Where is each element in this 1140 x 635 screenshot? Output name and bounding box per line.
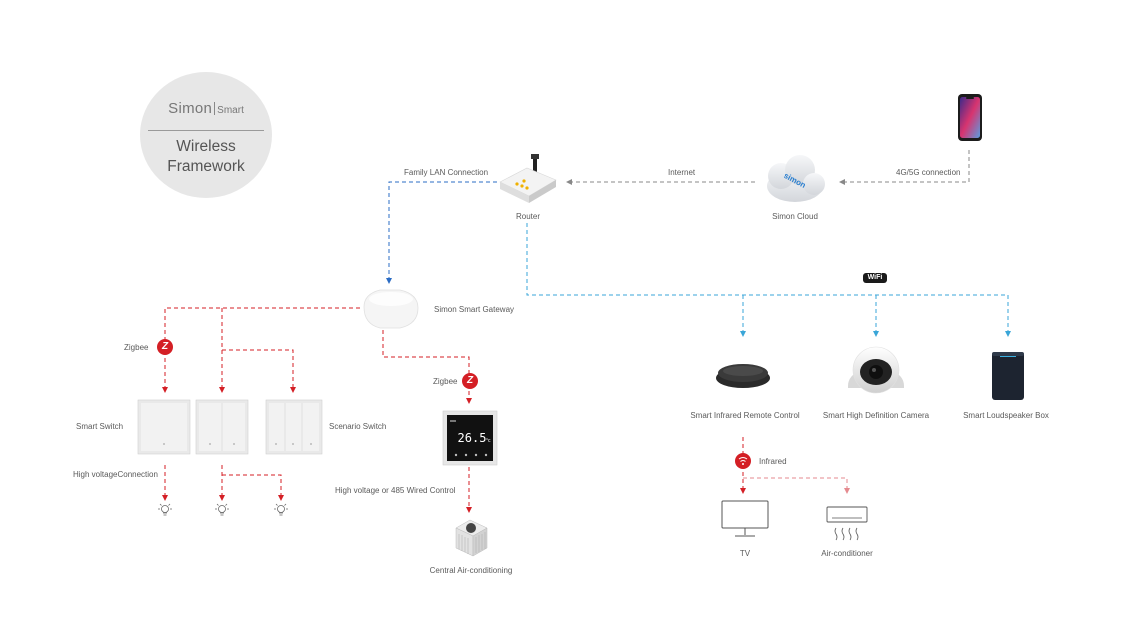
label-hd-camera: Smart High Definition Camera <box>822 411 930 420</box>
infrared-remote-icon <box>716 364 770 388</box>
label-internet: Internet <box>668 168 696 177</box>
label-zigbee-right: Zigbee <box>433 377 458 386</box>
label-high-voltage-485: High voltage or 485 Wired Control <box>335 486 456 495</box>
label-zigbee-left: Zigbee <box>124 343 149 352</box>
scenario-switch-icon <box>265 399 323 455</box>
light-bulb-icon <box>274 503 288 516</box>
logo-divider <box>148 130 264 131</box>
tagline-line1: Wireless <box>176 138 236 155</box>
line-ir-to-aircon <box>743 477 850 494</box>
brand-wordmark: Simon Smart <box>140 100 272 118</box>
tv-icon <box>721 500 769 537</box>
line-phone-to-cloud <box>839 150 970 185</box>
label-gateway: Simon Smart Gateway <box>434 305 515 314</box>
line-gateway-to-thermostat <box>382 330 472 404</box>
label-infrared: Infrared <box>759 457 787 466</box>
brand-name: Simon <box>168 100 213 117</box>
cloud-icon: simon <box>767 155 825 202</box>
infrared-signal-icon <box>735 453 751 469</box>
smart-switch-2gang-icon <box>195 399 249 455</box>
tagline-line2: Framework <box>167 158 245 175</box>
line-switch2-to-light2 <box>222 474 284 501</box>
label-high-voltage-connection: High voltageConnection <box>73 470 158 479</box>
zigbee-icon: Z <box>157 339 173 355</box>
light-bulb-icon <box>215 503 229 516</box>
thermostat-icon: 26.5 °c <box>442 410 498 466</box>
thermostat-reading: 26.5 <box>458 431 487 445</box>
simon-smart-logo: Simon Smart Wireless Framework <box>140 72 272 198</box>
label-family-lan: Family LAN Connection <box>404 168 489 177</box>
air-conditioner-icon <box>826 506 868 541</box>
label-tv: TV <box>739 549 751 558</box>
line-gateway-bus <box>162 307 360 393</box>
label-smart-switch: Smart Switch <box>76 422 124 431</box>
thermostat-unit: °c <box>486 438 491 444</box>
loudspeaker-icon <box>992 352 1024 400</box>
light-bulb-icon <box>158 503 172 516</box>
zigbee-icon: Z <box>462 373 478 389</box>
label-loudspeaker: Smart Loudspeaker Box <box>963 411 1049 420</box>
hd-camera-icon <box>848 346 904 394</box>
label-central-ac: Central Air-conditioning <box>429 566 513 575</box>
label-ir-remote: Smart Infrared Remote Control <box>690 411 800 420</box>
brand-suffix: Smart <box>217 105 244 116</box>
label-air-conditioner: Air-conditioner <box>821 549 873 558</box>
central-air-conditioning-icon <box>455 519 488 557</box>
line-router-to-gateway <box>386 181 497 284</box>
gateway-icon <box>363 289 419 329</box>
label-4g5g: 4G/5G connection <box>896 168 961 177</box>
line-router-wifi-bus <box>526 223 1008 296</box>
label-scenario-switch: Scenario Switch <box>329 422 387 431</box>
line-gateway-to-scenario <box>222 349 296 393</box>
label-router: Router <box>515 212 541 221</box>
wifi-icon: WiFi <box>863 273 887 283</box>
smart-switch-icon <box>137 399 191 455</box>
router-icon <box>499 154 557 203</box>
smartphone-icon <box>958 94 982 141</box>
label-simon-cloud: Simon Cloud <box>772 212 818 221</box>
